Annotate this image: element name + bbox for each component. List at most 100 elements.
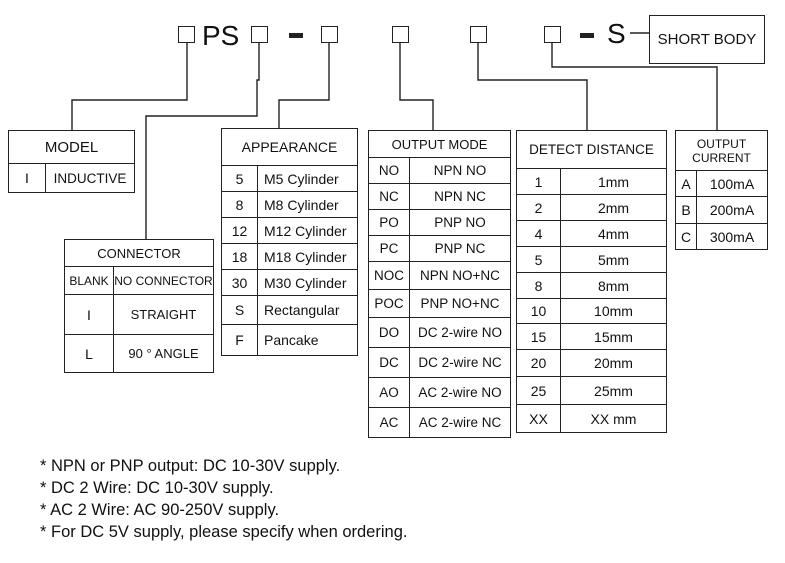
appearance-label: Pancake bbox=[257, 324, 358, 356]
detect-distance-label: 4mm bbox=[560, 220, 667, 247]
output-mode-label: NPN NO bbox=[409, 157, 511, 184]
detect-distance-code: 2 bbox=[516, 194, 561, 221]
code-s-text: S bbox=[607, 18, 626, 49]
output-mode-header: OUTPUT MODE bbox=[368, 130, 511, 158]
detect-distance-label: 20mm bbox=[560, 349, 667, 377]
appearance-code: 8 bbox=[221, 191, 258, 218]
detect-distance-label: 10mm bbox=[560, 298, 667, 324]
line-appearance bbox=[278, 43, 330, 128]
output-mode-label: NPN NC bbox=[409, 183, 511, 210]
appearance-header: APPEARANCE bbox=[221, 128, 358, 166]
output-mode-code: NOC bbox=[368, 261, 410, 290]
output-mode-label: AC 2-wire NO bbox=[409, 377, 511, 408]
detect-distance-code: 1 bbox=[516, 168, 561, 195]
output-mode-code: AC bbox=[368, 407, 410, 438]
line-model bbox=[71, 43, 188, 130]
note-line: * For DC 5V supply, please specify when … bbox=[40, 523, 408, 541]
detect-distance-label: 8mm bbox=[560, 272, 667, 299]
detect-distance-label: 5mm bbox=[560, 246, 667, 273]
detect-distance-label: 2mm bbox=[560, 194, 667, 221]
output-mode-code: NO bbox=[368, 157, 410, 184]
output-mode-code: PO bbox=[368, 209, 410, 236]
connector-code: I bbox=[64, 294, 114, 335]
appearance-label: M8 Cylinder bbox=[257, 191, 358, 218]
code-box-connector bbox=[251, 26, 268, 43]
output-current-label: 200mA bbox=[696, 196, 768, 224]
detect-distance-header: DETECT DISTANCE bbox=[516, 130, 667, 169]
line-output-mode bbox=[399, 43, 434, 130]
output-mode-code: DC bbox=[368, 347, 410, 378]
appearance-code: 30 bbox=[221, 269, 258, 296]
appearance-code: 18 bbox=[221, 243, 258, 270]
detect-distance-code: XX bbox=[516, 404, 561, 433]
output-current-header: OUTPUT CURRENT bbox=[675, 130, 768, 171]
appearance-label: Rectangular bbox=[257, 295, 358, 325]
detect-distance-label: 25mm bbox=[560, 376, 667, 405]
output-mode-code: POC bbox=[368, 289, 410, 318]
output-current-label: 100mA bbox=[696, 170, 768, 197]
appearance-code: S bbox=[221, 295, 258, 325]
detect-distance-code: 15 bbox=[516, 323, 561, 350]
appearance-label: M12 Cylinder bbox=[257, 217, 358, 244]
code-box-output-mode bbox=[392, 26, 409, 43]
note-line: * NPN or PNP output: DC 10-30V supply. bbox=[40, 457, 341, 475]
output-mode-label: DC 2-wire NC bbox=[409, 347, 511, 378]
output-mode-label: PNP NO+NC bbox=[409, 289, 511, 318]
short-body-box: SHORT BODY bbox=[649, 15, 765, 64]
output-mode-label: NPN NO+NC bbox=[409, 261, 511, 290]
connector-code: BLANK bbox=[64, 266, 114, 295]
output-mode-label: DC 2-wire NO bbox=[409, 317, 511, 348]
output-mode-label: AC 2-wire NC bbox=[409, 407, 511, 438]
detect-distance-label: XX mm bbox=[560, 404, 667, 433]
detect-distance-code: 8 bbox=[516, 272, 561, 299]
output-mode-code: DO bbox=[368, 317, 410, 348]
output-current-header-line1: OUTPUT bbox=[696, 136, 747, 151]
code-box-appearance bbox=[321, 26, 338, 43]
output-mode-code: PC bbox=[368, 235, 410, 262]
note-line: * DC 2 Wire: DC 10-30V supply. bbox=[40, 479, 274, 497]
appearance-code: 5 bbox=[221, 165, 258, 192]
output-mode-label: PNP NO bbox=[409, 209, 511, 236]
code-box-output-current bbox=[544, 26, 561, 43]
connector-table: CONNECTOR BLANK NO CONNECTOR I STRAIGHT … bbox=[64, 239, 214, 373]
connector-label: STRAIGHT bbox=[113, 294, 214, 335]
connector-label: NO CONNECTOR bbox=[113, 266, 214, 295]
output-current-code: C bbox=[675, 223, 697, 250]
model-table: MODEL I INDUCTIVE bbox=[8, 130, 135, 193]
output-current-code: A bbox=[675, 170, 697, 197]
appearance-code: 12 bbox=[221, 217, 258, 244]
note-line: * AC 2 Wire: AC 90-250V supply. bbox=[40, 501, 280, 519]
detect-distance-code: 25 bbox=[516, 376, 561, 405]
output-current-label: 300mA bbox=[696, 223, 768, 250]
connector-code: L bbox=[64, 334, 114, 373]
detect-distance-code: 4 bbox=[516, 220, 561, 247]
output-mode-code: AO bbox=[368, 377, 410, 408]
detect-distance-code: 5 bbox=[516, 246, 561, 273]
detect-distance-label: 15mm bbox=[560, 323, 667, 350]
code-dash-1 bbox=[289, 33, 303, 38]
output-mode-label: PNP NC bbox=[409, 235, 511, 262]
appearance-label: M5 Cylinder bbox=[257, 165, 358, 192]
detect-distance-code: 20 bbox=[516, 349, 561, 377]
code-ps-text: PS bbox=[202, 20, 240, 51]
appearance-label: M18 Cylinder bbox=[257, 243, 358, 270]
output-current-code: B bbox=[675, 196, 697, 224]
code-dash-2 bbox=[580, 33, 594, 38]
connector-header: CONNECTOR bbox=[64, 239, 214, 267]
output-mode-code: NC bbox=[368, 183, 410, 210]
code-box-detect-distance bbox=[470, 26, 487, 43]
appearance-code: F bbox=[221, 324, 258, 356]
line-connector bbox=[145, 43, 260, 239]
code-box-model bbox=[178, 26, 195, 43]
line-output-current bbox=[551, 43, 718, 130]
connector-label: 90 ° ANGLE bbox=[113, 334, 214, 373]
line-detect-distance bbox=[477, 43, 588, 130]
model-label: INDUCTIVE bbox=[45, 163, 135, 193]
detect-distance-label: 1mm bbox=[560, 168, 667, 195]
appearance-label: M30 Cylinder bbox=[257, 269, 358, 296]
